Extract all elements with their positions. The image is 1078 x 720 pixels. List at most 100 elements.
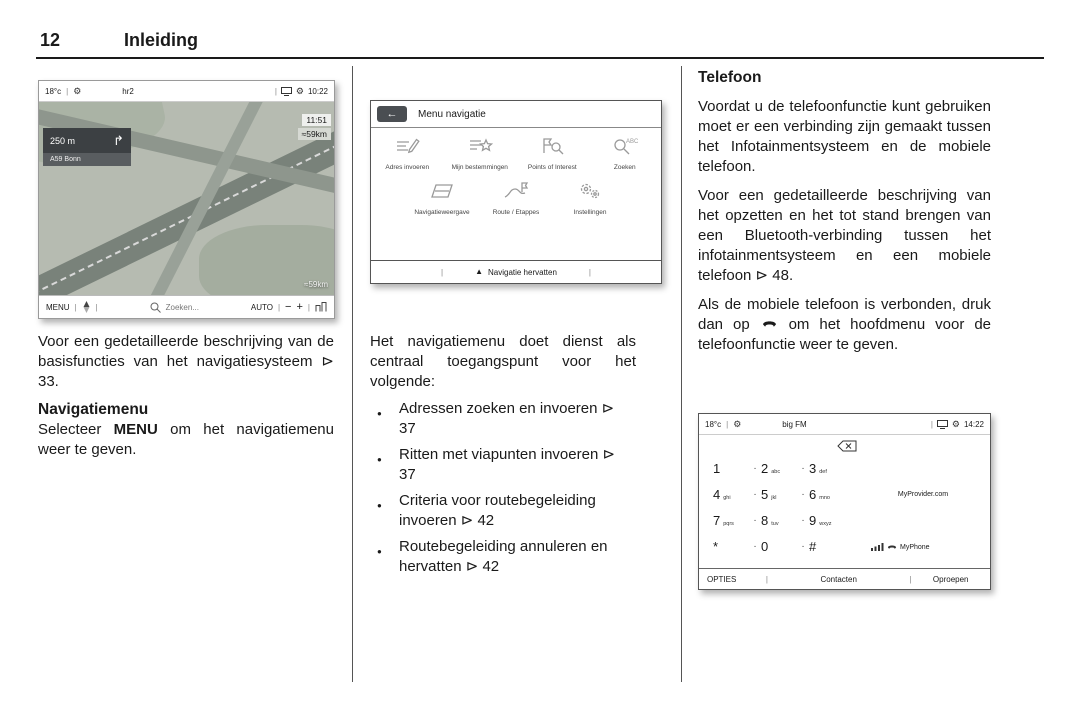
menu-item-route-etappes: Route / Etappes <box>479 180 553 216</box>
auto-zoom-button: AUTO <box>250 302 273 312</box>
clock-label: 10:22 <box>307 86 328 96</box>
phone-handset-icon <box>762 321 776 327</box>
list-item: ● Routebegeleiding annuleren en hervatten… <box>370 537 628 577</box>
separator: | <box>930 419 933 429</box>
resume-navigation-label: Navigatie hervatten <box>487 267 557 277</box>
paragraph-phone-3: Als de mobiele telefoon is verbonden, dr… <box>698 295 991 355</box>
key-letters: abc <box>771 468 781 475</box>
nav-status-bar: 18°c | ⚙ hr2 | ⚙ 10:22 <box>39 81 334 102</box>
key-digit: 2 <box>761 460 769 476</box>
list-item-text: Criteria voor routebegeleiding invoeren … <box>399 492 596 529</box>
back-arrow-icon: ← <box>386 107 398 120</box>
menu-item-zoeken: ABC Zoeken <box>589 135 662 171</box>
screen-icon <box>936 419 948 429</box>
menu-item-label: Route / Etappes <box>492 209 540 216</box>
paragraph-nav-intro: Voor een gedetailleerde beschrijving van… <box>38 333 334 390</box>
separator: | <box>95 302 98 312</box>
separator: | <box>765 574 768 584</box>
keypad-key: 1 <box>713 462 749 475</box>
list-item: ●Ritten met viapunten invoeren ⊳ 37 <box>370 445 628 485</box>
menu-item-label: Zoeken <box>613 164 636 171</box>
key-digit: 6 <box>809 486 817 502</box>
key-letters: mno <box>819 494 830 501</box>
feature-list: ●Adressen zoeken en invoeren ⊳ 37 ●Ritte… <box>370 399 628 577</box>
maneuver-panel: 250 m ↱ A59 Bonn <box>43 128 131 166</box>
key-digit: 1 <box>713 460 721 476</box>
radio-station-label: hr2 <box>122 86 134 96</box>
separator: | <box>307 302 310 312</box>
column-middle: ← Menu navigatie Adres invoeren Mijn bes… <box>370 80 662 583</box>
destinations-star-icon <box>469 138 493 152</box>
menu-title: Menu navigatie <box>418 108 486 120</box>
menu-item-instellingen: Instellingen <box>553 180 627 216</box>
key-digit: 7 <box>713 512 721 528</box>
key-letters: ghi <box>723 494 731 501</box>
menu-item-adres-invoeren: Adres invoeren <box>371 135 444 171</box>
buildings-3d-icon <box>315 302 327 312</box>
menu-item-label: Points of Interest <box>527 164 577 171</box>
separator: | <box>726 419 729 429</box>
paragraph-menu-intro: Het navigatiemenu doet dienst als centra… <box>370 333 636 390</box>
menu-item-points-of-interest: Points of Interest <box>516 135 589 171</box>
key-dot: · <box>801 462 805 474</box>
menu-item-label: Mijn bestemmingen <box>451 164 508 171</box>
column-right: Telefoon Voordat u de telefoonfunctie ku… <box>698 68 991 713</box>
screen-icon <box>280 86 292 96</box>
paragraph-phone-1: Voordat u de telefoonfunctie kunt gebrui… <box>698 98 991 175</box>
key-dot: · <box>801 488 805 500</box>
menu-items-row-1: Adres invoeren Mijn bestemmingen Points … <box>371 135 661 171</box>
radio-station-label: big FM <box>782 419 807 429</box>
text-run: Selecteer <box>38 421 114 438</box>
key-digit: 8 <box>761 512 769 528</box>
key-letters: jkl <box>771 494 777 501</box>
gear-icon: ⚙ <box>733 418 742 429</box>
eta-distance: ≈59km <box>297 128 331 140</box>
status-right-group: | ⚙ 14:22 <box>930 419 984 429</box>
clock-label: 14:22 <box>963 419 984 429</box>
settings-gears-icon <box>580 183 600 199</box>
key-letters: tuv <box>771 520 779 527</box>
map-terrain <box>199 225 334 295</box>
separator: | <box>66 86 69 96</box>
map-view-icon <box>431 184 453 198</box>
column-divider <box>352 66 353 682</box>
phone-status-bar: 18°c | ⚙ big FM | ⚙ 14:22 <box>699 414 990 435</box>
key-digit: 5 <box>761 486 769 502</box>
svg-text:ABC: ABC <box>626 139 638 145</box>
key-digit: 3 <box>809 460 817 476</box>
turn-right-icon: ↱ <box>113 133 124 148</box>
address-entry-icon <box>397 138 420 154</box>
zoom-in-button: + <box>296 300 303 313</box>
separator: | <box>274 86 277 96</box>
menu-item-navigatieweergave: Navigatieweergave <box>405 180 479 216</box>
key-dot: · <box>801 514 805 526</box>
separator: | <box>277 302 281 312</box>
text-run: om het navigatiemenu weer te geven. <box>38 421 334 458</box>
search-icon <box>150 302 161 313</box>
status-right-group: | ⚙ 10:22 <box>274 86 328 96</box>
paragraph-nav-menu: Selecteer MENU om het navigatiemenu weer… <box>38 420 334 460</box>
key-digit: # <box>809 538 817 554</box>
provider-label: MyProvider.com <box>897 491 949 498</box>
list-item-text: Routebegeleiding annuleren en hervatten … <box>399 538 608 575</box>
keypad-key: * <box>713 540 749 553</box>
separator: | <box>74 302 77 312</box>
softkey-calls: Oproepen <box>932 574 969 584</box>
menu-item-label: Instellingen <box>573 209 607 216</box>
key-dot: · <box>753 488 757 500</box>
connected-device-row: MyPhone <box>871 543 930 551</box>
section-heading-navigatiemenu: Navigatiemenu <box>38 401 149 418</box>
search-abc-icon: ABC <box>614 139 639 155</box>
bullet-icon: ● <box>377 547 382 556</box>
key-digit: 0 <box>761 538 769 554</box>
